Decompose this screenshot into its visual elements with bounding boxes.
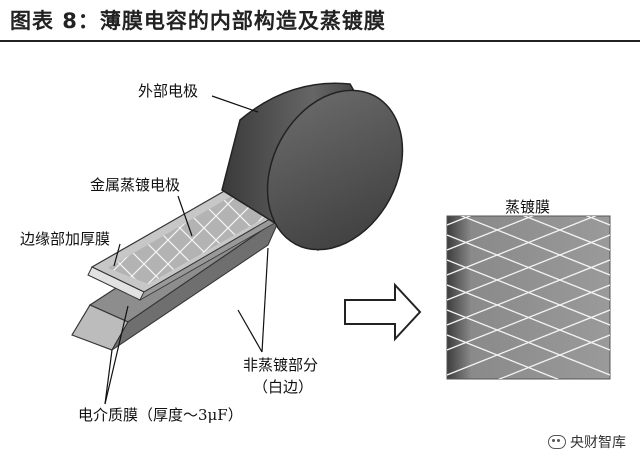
page-title: 图表 8：薄膜电容的内部构造及蒸镀膜 — [10, 9, 386, 33]
label-outer-electrode: 外部电极 — [138, 82, 199, 100]
label-dielectric-film: 电介质膜（厚度～3μF） — [78, 406, 243, 424]
plated-film-panel — [446, 215, 611, 380]
arrow-icon — [344, 282, 422, 342]
capacitor-cylinder — [221, 82, 404, 251]
label-plated-film: 蒸镀膜 — [505, 198, 551, 216]
label-unplated-part: 非蒸镀部分 — [243, 356, 319, 374]
wechat-icon — [548, 435, 566, 449]
capacitor-diagram — [71, 82, 611, 405]
leader-lines — [104, 95, 269, 405]
metal-electrode-film — [87, 181, 298, 302]
label-white-edge: （白边） — [253, 378, 314, 396]
watermark: 央财智库 — [548, 432, 626, 452]
watermark-text: 央财智库 — [570, 435, 626, 451]
label-edge-film: 边缘部加厚膜 — [20, 230, 111, 248]
title-bar: 图表 8：薄膜电容的内部构造及蒸镀膜 — [0, 0, 640, 42]
label-metal-electrode: 金属蒸镀电极 — [90, 176, 181, 194]
